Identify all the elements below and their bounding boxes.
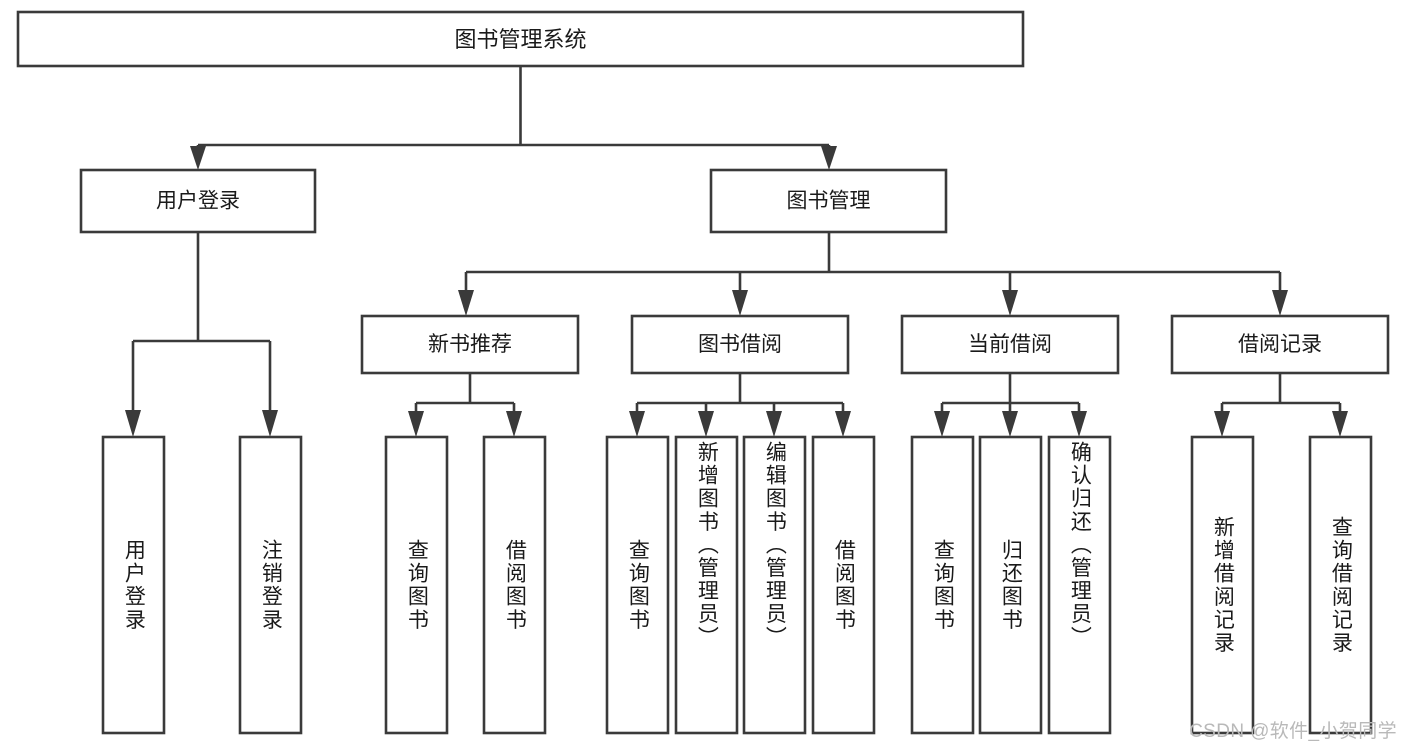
node-user-login-label: 用户登录 <box>156 190 240 213</box>
arrow-head-leaf-5 <box>629 411 645 437</box>
node-book-borrow-box[interactable] <box>630 314 850 375</box>
node-current-borrow[interactable]: 当前借阅 <box>900 314 1120 375</box>
node-book-borrow-label: 图书借阅 <box>698 333 782 356</box>
leaf-box-borrow-book-2[interactable] <box>811 435 876 735</box>
node-borrow-record-box[interactable] <box>1170 314 1390 375</box>
node-user-login[interactable]: 用户登录 <box>79 168 317 234</box>
leaf-box-edit-book-admin[interactable] <box>742 435 807 735</box>
arrow-head-leaf-12 <box>1214 411 1230 437</box>
arrow-head-leaf-8 <box>835 411 851 437</box>
arrow-head-book-mgmt <box>821 146 837 170</box>
arrow-head-record <box>1272 290 1288 316</box>
leaf-box-query-book-2[interactable] <box>605 435 670 735</box>
node-book-management-box[interactable] <box>709 168 948 234</box>
arrow-head-leaf-7 <box>766 411 782 437</box>
leaf-box-query-record[interactable] <box>1308 435 1373 735</box>
node-borrow-record[interactable]: 借阅记录 <box>1170 314 1390 375</box>
arrow-head-leaf-3 <box>408 411 424 437</box>
node-root-box[interactable] <box>16 10 1025 68</box>
arrow-head-leaf-2 <box>262 410 278 437</box>
leaf-box-return-book[interactable] <box>978 435 1043 735</box>
leaf-node-group <box>101 435 1373 735</box>
arrow-head-leaf-13 <box>1332 411 1348 437</box>
leaf-box-borrow-book-1[interactable] <box>482 435 547 735</box>
node-borrow-record-label: 借阅记录 <box>1238 333 1322 356</box>
arrow-head-borrow <box>732 290 748 316</box>
arrow-head-leaf-1 <box>125 410 141 437</box>
arrow-head-current <box>1002 290 1018 316</box>
arrow-head-leaf-9 <box>934 411 950 437</box>
leaf-box-user-login[interactable] <box>101 435 166 735</box>
node-book-management-label: 图书管理 <box>787 190 871 213</box>
arrow-head-leaf-10 <box>1002 411 1018 437</box>
node-user-login-box[interactable] <box>79 168 317 234</box>
arrow-head-user-login <box>190 146 206 170</box>
node-current-borrow-label: 当前借阅 <box>968 333 1052 356</box>
node-book-management[interactable]: 图书管理 <box>709 168 948 234</box>
leaf-box-confirm-return[interactable] <box>1047 435 1112 735</box>
node-book-borrow[interactable]: 图书借阅 <box>630 314 850 375</box>
node-new-book-recommend-box[interactable] <box>360 314 580 375</box>
leaf-box-logout[interactable] <box>238 435 303 735</box>
node-new-book-recommend-label: 新书推荐 <box>428 333 512 356</box>
arrow-head-leaf-11 <box>1071 411 1087 437</box>
arrow-head-leaf-4 <box>506 411 522 437</box>
node-new-book-recommend[interactable]: 新书推荐 <box>360 314 580 375</box>
node-current-borrow-box[interactable] <box>900 314 1120 375</box>
leaf-box-query-book-1[interactable] <box>384 435 449 735</box>
leaf-box-add-record[interactable] <box>1190 435 1255 735</box>
watermark-text: CSDN @软件_小贺同学 <box>1189 721 1397 742</box>
connector-group <box>125 66 1348 437</box>
node-root[interactable]: 图书管理系统 <box>16 10 1025 68</box>
leaf-box-query-book-3[interactable] <box>910 435 975 735</box>
leaf-box-add-book-admin[interactable] <box>674 435 739 735</box>
arrow-head-newbook <box>458 290 474 316</box>
node-root-label: 图书管理系统 <box>454 27 586 52</box>
arrow-head-leaf-6 <box>698 411 714 437</box>
